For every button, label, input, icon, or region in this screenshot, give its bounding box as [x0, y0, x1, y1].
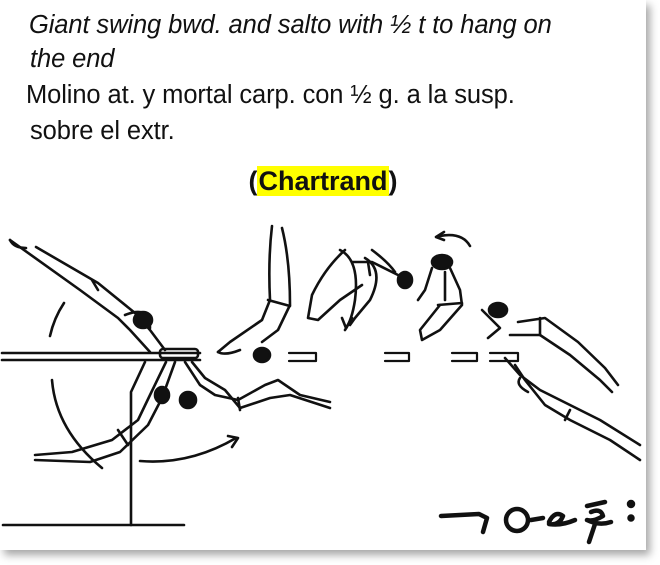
document-card: Giant swing bwd. and salto with ½ t to h… — [0, 11, 646, 545]
notation-dot-icon — [627, 514, 635, 522]
head-icon — [487, 301, 509, 319]
description-spanish-line-1: Molino at. y mortal carp. con ½ g. a la … — [26, 81, 515, 109]
notation-hook-icon — [438, 511, 490, 535]
description-english-line-1: Giant swing bwd. and salto with ½ t to h… — [29, 11, 552, 39]
notation-dash-icon — [528, 515, 546, 523]
head-icon — [252, 346, 272, 364]
figure-regrasp-upper — [480, 308, 620, 394]
head-icon — [396, 270, 414, 290]
title-close-paren: ) — [388, 166, 398, 196]
title-open-paren: ( — [248, 166, 258, 196]
notation-dot-icon — [626, 499, 636, 509]
notation-circle-icon — [503, 506, 531, 534]
figure-regrasp-lower — [503, 356, 642, 462]
figure-release — [183, 360, 332, 412]
bar-position-markers — [287, 351, 520, 363]
description-english-line-2: the end — [30, 45, 115, 73]
notation-loop-icon — [546, 511, 578, 527]
head-icon — [132, 310, 154, 330]
description-spanish-line-2: sobre el extr. — [30, 117, 175, 145]
gymnastics-notation-symbols — [438, 499, 636, 545]
notation-xi-icon — [584, 499, 614, 545]
figure-salto-half-turn — [306, 248, 412, 332]
head-icon — [430, 253, 454, 271]
figure-swing-under — [33, 360, 177, 464]
figure-giant-swing — [8, 238, 200, 360]
figure-tuck-pike — [416, 230, 472, 342]
gymnast-sequence-illustration — [0, 224, 642, 527]
head-icon — [178, 390, 198, 410]
element-name-title: (Chartrand) — [0, 163, 646, 199]
figure-pike-release — [216, 224, 292, 355]
highlighted-element-name: Chartrand — [257, 166, 389, 196]
high-bar-icon — [0, 351, 202, 527]
head-icon — [153, 385, 171, 405]
